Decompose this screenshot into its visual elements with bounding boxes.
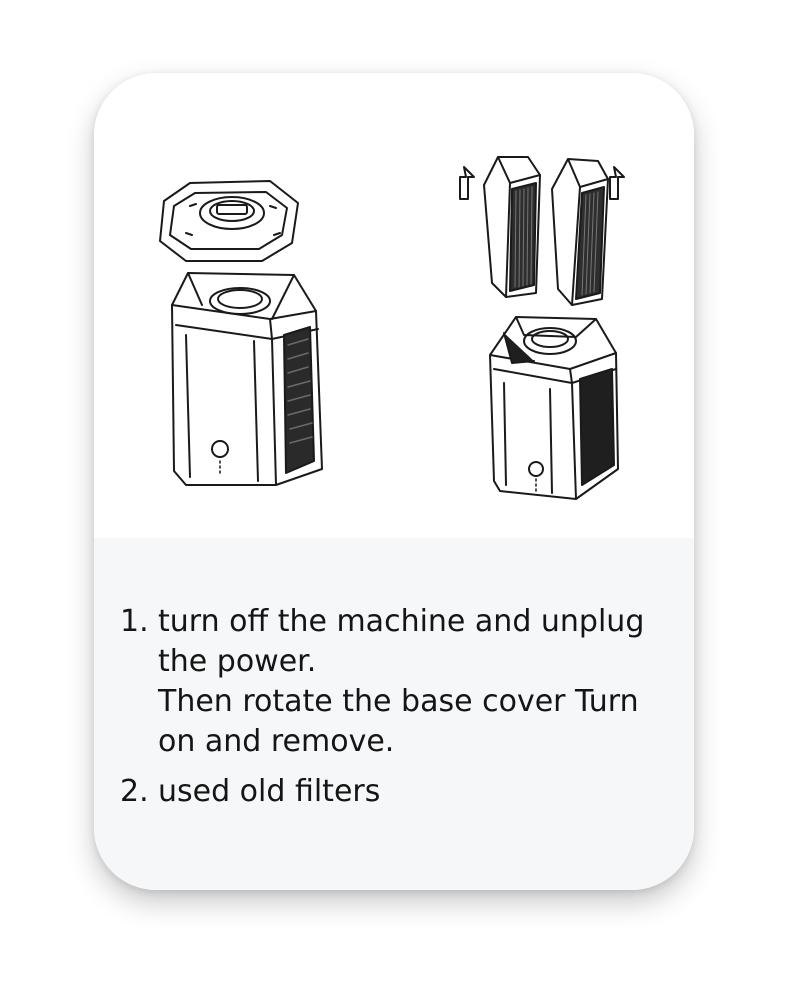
step-line: Then rotate the base cover Turn — [158, 684, 639, 719]
step-list: 1. turn off the machine and unplug the p… — [120, 602, 680, 822]
step-line: used old filters — [158, 774, 381, 809]
instructions-panel: 1. turn off the machine and unplug the p… — [94, 538, 694, 890]
air-purifier-filters-lifted-icon — [459, 156, 625, 500]
step-text: used old filters — [158, 772, 680, 812]
step-line: the power. — [158, 644, 317, 679]
illustration-area — [94, 73, 694, 538]
step-item-2: 2. used old filters — [120, 772, 680, 812]
step-number: 1. — [120, 604, 149, 639]
step-line: on and remove. — [158, 724, 395, 759]
step-number: 2. — [120, 774, 149, 809]
step-text: turn off the machine and unplug the powe… — [158, 602, 680, 762]
step-item-1: 1. turn off the machine and unplug the p… — [120, 602, 680, 762]
air-purifier-cover-removed-icon — [159, 180, 323, 486]
instruction-card: 1. turn off the machine and unplug the p… — [94, 73, 694, 890]
step-line: turn off the machine and unplug — [158, 604, 645, 639]
